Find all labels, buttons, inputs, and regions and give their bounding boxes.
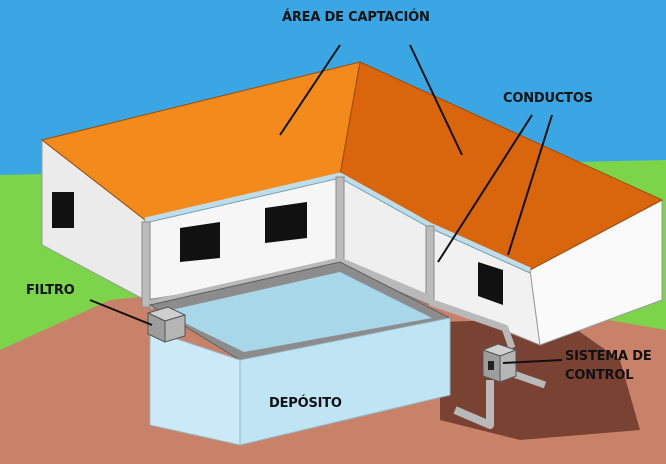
downpipe — [335, 176, 345, 266]
window — [180, 222, 220, 262]
leader-line-filtro — [89, 299, 153, 326]
label-control-system-line1: SISTEMA DE — [565, 349, 652, 364]
window — [265, 202, 307, 243]
leader-line-captacion — [409, 44, 463, 156]
window — [478, 262, 503, 305]
label-filter: FILTRO — [26, 283, 75, 298]
downpipe — [425, 225, 435, 305]
tank-side — [239, 317, 451, 446]
window — [52, 192, 74, 228]
leader-line-sistema — [502, 359, 563, 364]
filter-box-side — [164, 314, 186, 343]
label-control-system-line2: CONTROL — [565, 368, 634, 383]
leader-line-captacion — [279, 44, 341, 136]
label-catchment-area: ÁREA DE CAPTACIÓN — [282, 10, 430, 25]
label-conduits: CONDUCTOS — [503, 91, 593, 106]
tank-water-top — [162, 272, 432, 352]
control-box-side — [499, 349, 517, 383]
downpipe — [141, 221, 151, 308]
outflow-pipe — [453, 380, 494, 429]
leader-line-conductos — [507, 114, 553, 256]
gutter — [144, 172, 532, 273]
outflow-pipe — [428, 298, 516, 350]
gutter-edge — [144, 177, 531, 274]
control-box-valve — [488, 361, 494, 370]
label-deposit: DEPÓSITO — [269, 396, 342, 411]
leader-line-conductos — [437, 114, 533, 263]
